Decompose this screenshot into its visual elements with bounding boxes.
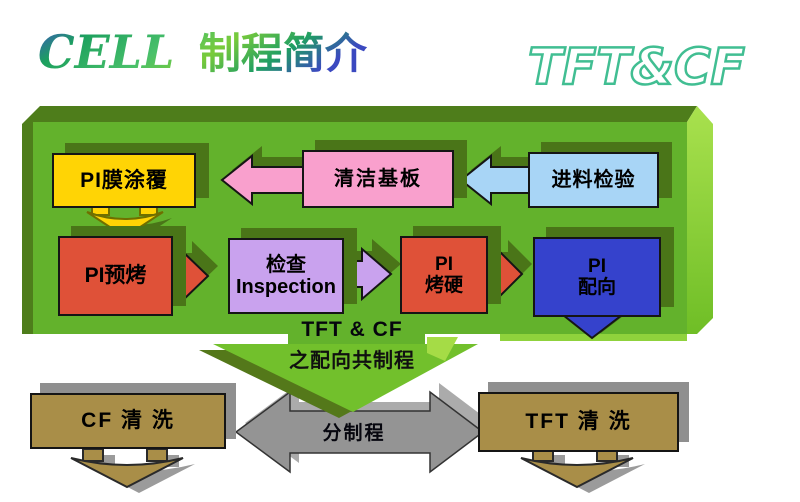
box-incoming-inspection: 进料检验 [528,152,659,208]
title-tft-cf: TFT&CF [528,38,745,96]
box-pi-hardbake-label-2: 烤硬 [424,275,463,296]
box-pi-coating-label: PI膜涂覆 [80,168,168,192]
box-cf-clean: CF 清 洗 [30,393,226,449]
box-pi-hardbake-label-1: PI [435,253,453,275]
box-pi-alignment: PI 配向 [533,237,661,317]
blue-left-arrow [459,153,530,207]
yellow-down-arrow [86,211,164,239]
green-arrow [213,344,478,412]
box-pi-hardbake: PI 烤硬 [400,236,488,314]
box-cf-clean-label: CF 清 洗 [81,409,175,433]
box-clean-substrate-label: 清洁基板 [334,167,422,190]
box-inspection-label-cn: 检查 [266,253,306,276]
box-pi-prebake-label: PI预烤 [84,264,147,288]
cf-down-arrow [70,457,184,489]
box-pi-alignment-label-1: PI [588,255,606,277]
common-process-label-line1: TFT & CF [301,318,403,341]
cf-down-arrow-stub-right [146,448,168,462]
red-right-arrow-2 [486,247,524,301]
page-title: CELL 制程简介 [38,25,368,79]
page-title-cn: 制程简介 [199,30,368,77]
green-arrow-connector [288,326,425,346]
box-incoming-inspection-label: 进料检验 [551,168,636,191]
box-clean-substrate: 清洁基板 [302,150,454,208]
cf-down-arrow-stub-left [82,448,104,462]
box-pi-alignment-label-2: 配向 [577,277,616,298]
pink-left-arrow [220,153,304,207]
tft-down-arrow [520,457,634,489]
box-tft-clean: TFT 清 洗 [478,392,679,452]
split-process-label: 分制程 [322,423,386,444]
common-process-label-line2: 之配向共制程 [289,350,415,372]
box-pi-prebake: PI预烤 [58,236,173,316]
box-tft-clean-label: TFT 清 洗 [525,410,632,434]
board-right-face [687,106,713,334]
green-arrow-highlight [427,337,458,361]
box-inspection: 检查 Inspection [228,238,344,314]
page-title-en: CELL [38,25,174,79]
purple-right-arrow [343,246,393,302]
box-inspection-label-en: Inspection [235,276,336,298]
box-pi-coating: PI膜涂覆 [52,153,196,208]
